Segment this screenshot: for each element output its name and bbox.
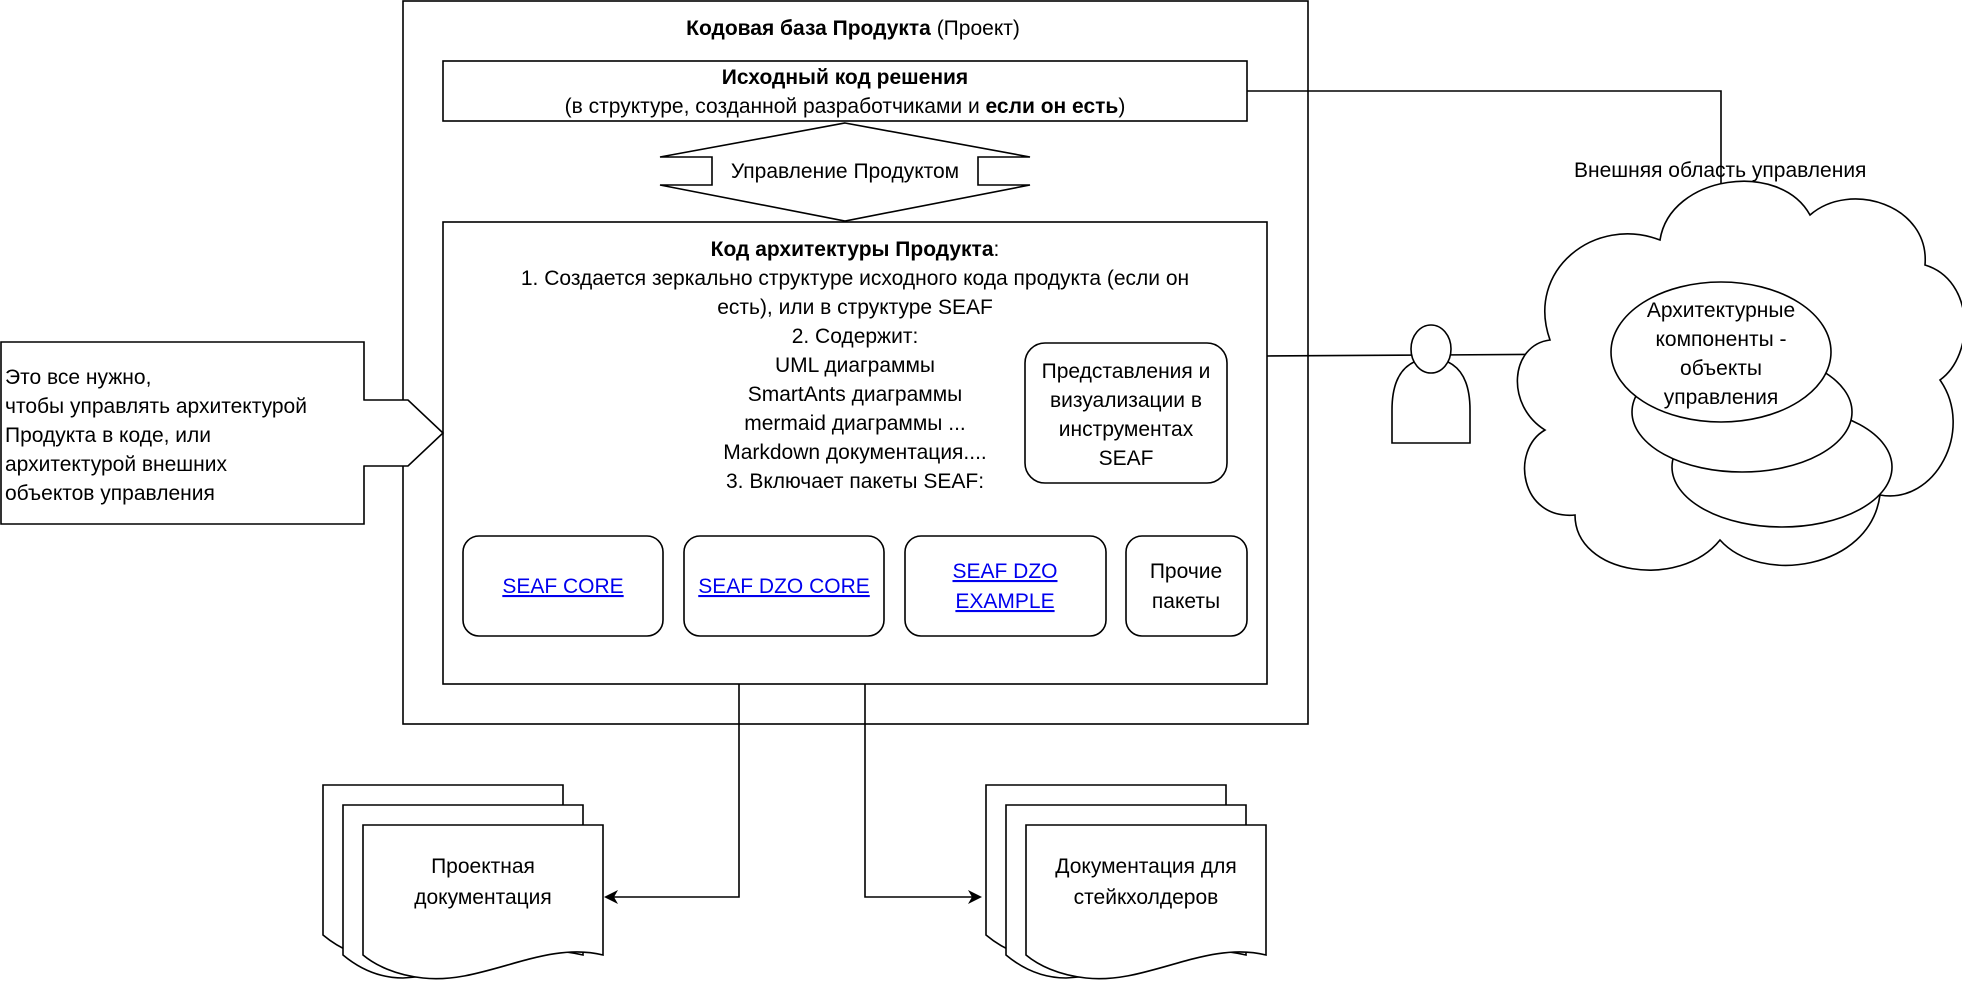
arch-code-line-6: mermaid диаграммы ... xyxy=(744,412,966,435)
views-line-4: SEAF xyxy=(1099,447,1154,470)
components-line-2: компоненты - xyxy=(1655,328,1786,351)
project-box xyxy=(402,0,1309,725)
arch-code-line-5: SmartAnts диаграммы xyxy=(748,383,963,406)
package-other-line-2: пакеты xyxy=(1152,590,1220,613)
package-seaf-dzo-example[interactable]: SEAF DZO EXAMPLE xyxy=(904,535,1107,637)
package-seaf-core[interactable]: SEAF CORE xyxy=(462,535,664,637)
components-line-1: Архитектурные xyxy=(1647,299,1795,322)
left-note-line-4: архитектурой внешних xyxy=(5,453,227,476)
external-area-label: Внешняя область управления xyxy=(1574,159,1866,182)
arch-code-title-suffix: : xyxy=(994,238,1000,261)
component-ellipse-front xyxy=(1610,281,1832,423)
project-title-bold: Кодовая база Продукта xyxy=(686,17,931,40)
stakeholder-docs-line-1: Документация для xyxy=(1055,855,1236,878)
source-code-title: Исходный код решения xyxy=(722,66,968,89)
views-line-1: Представления и xyxy=(1042,360,1211,383)
package-seaf-dzo-core-link[interactable]: SEAF DZO CORE xyxy=(698,575,870,598)
components-line-3: объекты xyxy=(1680,357,1762,380)
arch-to-stakeholder-docs-connector xyxy=(864,684,982,904)
source-code-box xyxy=(442,60,1248,122)
source-code-subtitle: (в структуре, созданной разработчиками и… xyxy=(565,95,1126,118)
arch-code-line-1: 1. Создается зеркально структуре исходно… xyxy=(521,267,1189,290)
package-seaf-dzo-core[interactable]: SEAF DZO CORE xyxy=(683,535,885,637)
package-seaf-core-link[interactable]: SEAF CORE xyxy=(502,575,623,598)
left-note-line-2: чтобы управлять архитектурой xyxy=(5,395,307,418)
stakeholder-docs-stack xyxy=(985,784,1267,980)
left-note-arrow-tip xyxy=(364,399,445,467)
management-double-arrow xyxy=(659,122,1031,222)
stakeholder-docs-line-2: стейкхолдеров xyxy=(1074,886,1219,909)
arch-code-line-2: есть), или в структуре SEAF xyxy=(717,296,993,319)
project-docs-line-2: документация xyxy=(414,886,552,909)
package-other: Прочие пакеты xyxy=(1125,535,1248,637)
package-seaf-dzo-example-link-1[interactable]: SEAF DZO xyxy=(952,560,1057,583)
left-note-line-1: Это все нужно, xyxy=(5,366,151,389)
arch-code-title-bold: Код архитектуры Продукта xyxy=(711,238,994,261)
arch-code-line-4: UML диаграммы xyxy=(775,354,935,377)
package-seaf-dzo-example-link-2[interactable]: EXAMPLE xyxy=(955,590,1054,613)
arch-to-project-docs-connector xyxy=(604,684,740,904)
person-icon xyxy=(1391,324,1471,444)
arch-code-line-3: 2. Содержит: xyxy=(792,325,919,348)
views-box xyxy=(1024,342,1228,484)
source-code-subtitle-bold: если он есть xyxy=(986,95,1119,118)
project-docs-line-1: Проектная xyxy=(431,855,535,878)
views-line-2: визуализации в xyxy=(1050,389,1202,412)
components-line-4: управления xyxy=(1664,386,1779,409)
source-code-subtitle-suffix: ) xyxy=(1118,95,1125,118)
project-title-normal: (Проект) xyxy=(931,17,1020,40)
arch-code-line-8: 3. Включает пакеты SEAF: xyxy=(726,470,984,493)
package-other-line-1: Прочие xyxy=(1150,560,1222,583)
arch-code-title: Код архитектуры Продукта: xyxy=(711,238,1000,261)
project-title: Кодовая база Продукта (Проект) xyxy=(686,17,1020,40)
management-label: Управление Продуктом xyxy=(731,160,959,183)
views-line-3: инструментах xyxy=(1059,418,1194,441)
source-code-subtitle-prefix: (в структуре, созданной разработчиками и xyxy=(565,95,986,118)
arch-code-line-7: Markdown документация.... xyxy=(723,441,987,464)
left-note-line-3: Продукта в коде, или xyxy=(5,424,211,447)
project-docs-stack xyxy=(322,784,604,980)
left-note-line-5: объектов управления xyxy=(5,482,215,505)
